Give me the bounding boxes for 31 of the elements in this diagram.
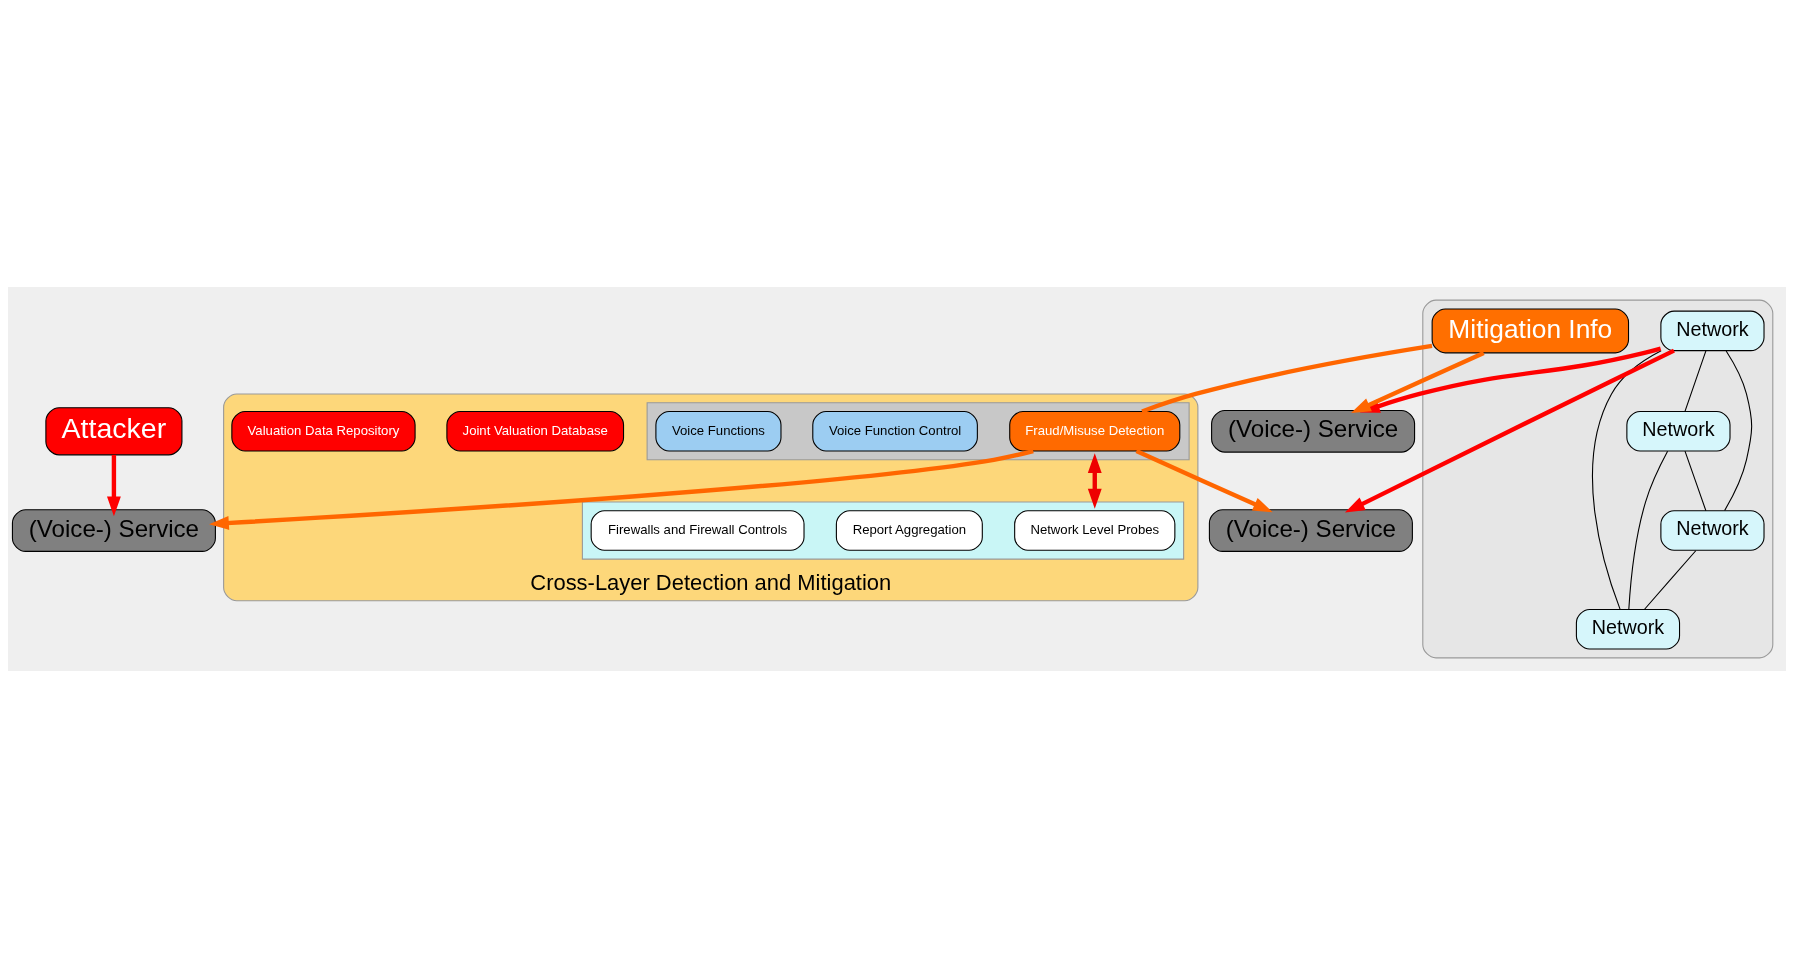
arrow	[209, 448, 1034, 530]
node-box: Joint Valuation Database	[446, 410, 625, 452]
connector	[1591, 349, 1662, 610]
node-box: Network	[1626, 410, 1731, 452]
node-box: Firewalls and Firewall Controls	[590, 509, 805, 551]
node-box: Network	[1660, 310, 1765, 351]
connector	[1684, 450, 1707, 511]
connector	[1684, 349, 1707, 412]
node-box: (Voice-) Service	[1211, 409, 1416, 453]
arrow	[106, 454, 121, 516]
node-box: Voice Function Control	[812, 410, 978, 452]
cluster	[1422, 299, 1774, 658]
cluster	[646, 401, 1190, 460]
connector	[1724, 349, 1753, 511]
node-box: Network	[1660, 509, 1765, 551]
node-box: Attacker	[45, 406, 183, 455]
connector	[1643, 549, 1697, 610]
node-box: Fraud/Misuse Detection	[1009, 410, 1181, 452]
node-box: Voice Functions	[655, 410, 782, 452]
node-box: Report Aggregation	[835, 509, 983, 551]
node-box: Network Level Probes	[1014, 509, 1176, 551]
connector	[1628, 450, 1669, 610]
node-box: Mitigation Info	[1431, 307, 1630, 353]
cluster	[581, 501, 1185, 560]
arrow	[1344, 348, 1675, 513]
node-box: (Voice-) Service	[11, 508, 216, 552]
node-box: Valuation Data Repository	[231, 410, 416, 452]
node-box: Network	[1575, 608, 1681, 650]
node-box: (Voice-) Service	[1208, 508, 1413, 552]
arrow	[1135, 448, 1273, 512]
arrow	[1087, 452, 1102, 509]
